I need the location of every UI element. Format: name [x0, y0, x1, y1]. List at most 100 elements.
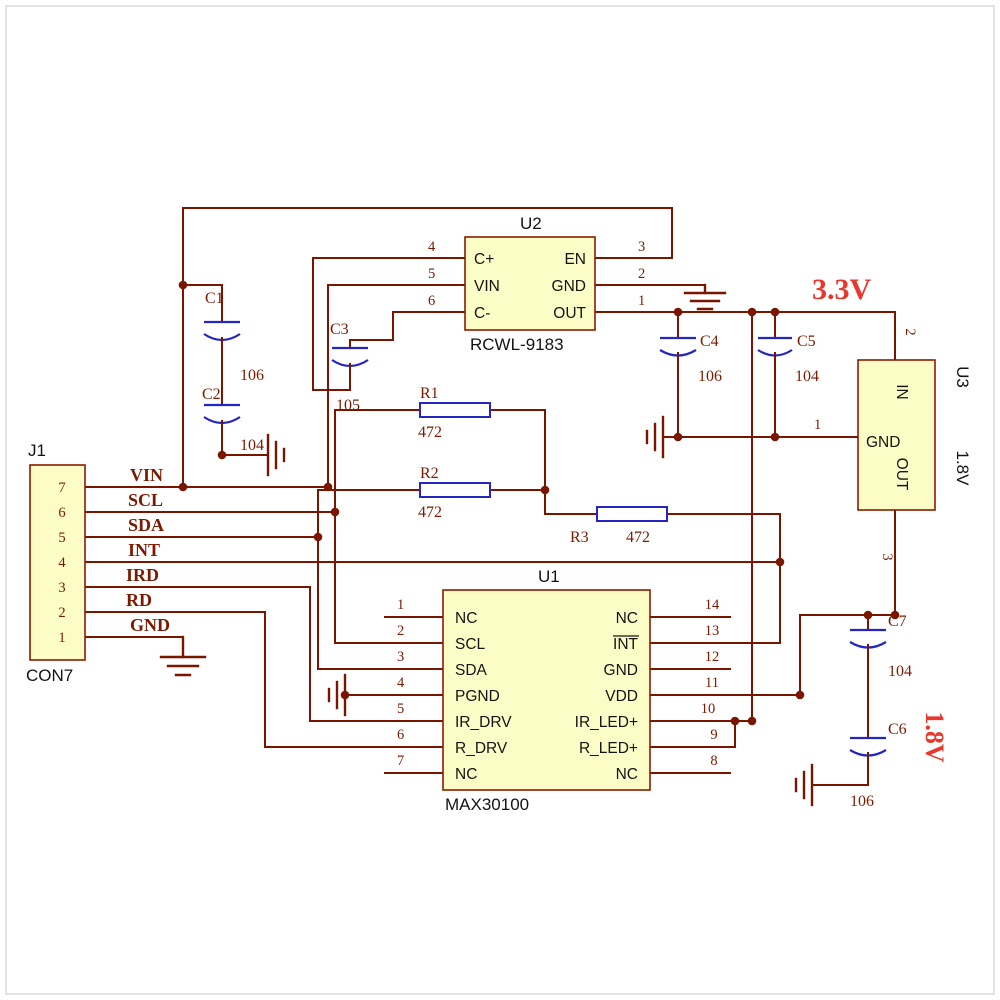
u1-pin-vdd: VDD [605, 688, 638, 705]
r2-ref: R2 [420, 465, 439, 482]
u1-pinnum-8: 8 [710, 753, 717, 769]
resistor-r1: R1 472 [334, 385, 598, 515]
u2-pinnum-1: 1 [638, 293, 645, 309]
j1-pinnum-4: 4 [58, 555, 66, 571]
wire-vdd-1v8 [649, 509, 896, 696]
component-u3: IN GND OUT 2 1 3 U3 1.8V [814, 328, 972, 560]
u2-pinnum-3: 3 [638, 239, 645, 255]
capacitor-c2: C2 104 [202, 386, 269, 456]
u1-pinnum-13: 13 [705, 623, 720, 639]
r3-value: 472 [626, 529, 650, 546]
u3-ref: U3 [953, 366, 972, 388]
u1-pin-nc14: NC [616, 610, 638, 627]
component-j1: J1 CON7 7 6 5 4 3 2 1 [26, 441, 86, 685]
u1-pinnum-12: 12 [705, 649, 720, 665]
capacitor-c3: C3 105 [330, 321, 369, 414]
r2-lead-left [317, 489, 421, 538]
net-label-int: INT [128, 540, 160, 560]
u1-pin-irdrv: IR_DRV [455, 714, 512, 731]
u2-pinnum-4: 4 [428, 239, 436, 255]
u3-pin-in: IN [893, 384, 910, 400]
u1-pinnum-2: 2 [397, 623, 404, 639]
u1-pinnum-14: 14 [705, 597, 720, 613]
u2-part: RCWL-9183 [470, 335, 564, 354]
u3-box [857, 359, 936, 511]
wire-cminus [349, 311, 466, 341]
wire-3v3 [594, 311, 896, 361]
c3-value: 105 [336, 397, 360, 414]
net-label-ird: IRD [126, 565, 159, 585]
u1-pinnum-9: 9 [710, 727, 717, 743]
u2-pinnum-5: 5 [428, 266, 435, 282]
u2-box [464, 236, 596, 331]
u1-pinnum-4: 4 [397, 675, 405, 691]
j1-pinnum-5: 5 [58, 530, 65, 546]
u1-pinnum-3: 3 [397, 649, 404, 665]
ground-symbol-j1 [159, 635, 207, 677]
c4-value: 106 [698, 368, 722, 385]
u2-ref: U2 [520, 214, 542, 233]
u2-pin-cminus: C- [474, 305, 490, 322]
junction-dots [178, 280, 900, 726]
u1-pin-gnd: GND [604, 662, 638, 679]
ground-symbol-u2 [683, 283, 727, 311]
wire-sda [84, 536, 444, 670]
u1-pinnum-11: 11 [705, 675, 719, 691]
r2-value: 472 [418, 504, 442, 521]
ground-symbol-c2 [266, 433, 286, 477]
wire-int-pullup [649, 513, 781, 644]
u1-pinnum-1: 1 [397, 597, 404, 613]
resistor-symbol [596, 506, 668, 522]
c3-ref: C3 [330, 321, 349, 338]
r1-lead-left [334, 409, 421, 513]
c5-value: 104 [795, 368, 819, 385]
c2-ref: C2 [202, 386, 221, 403]
net-label-gnd: GND [130, 615, 170, 635]
capacitor-c7: C7 104 [849, 613, 912, 739]
u1-pin-nc7: NC [455, 766, 477, 783]
u3-pinnum-1: 1 [814, 417, 821, 433]
net-label-vin: VIN [130, 465, 163, 485]
u2-pin-gnd: GND [552, 278, 586, 295]
wire-ird [84, 586, 444, 722]
j1-pinnum-7: 7 [58, 480, 65, 496]
c6-ref: C6 [888, 721, 907, 738]
u2-pin-vin: VIN [474, 278, 500, 295]
capacitor-c4: C4 106 [659, 311, 722, 438]
u1-pinnum-5: 5 [397, 701, 404, 717]
u2-pinnum-6: 6 [428, 293, 435, 309]
u1-pin-irled: IR_LED+ [575, 714, 638, 731]
u1-part: MAX30100 [445, 795, 529, 814]
u1-pin-rdrv: R_DRV [455, 740, 508, 757]
c1-value: 106 [240, 367, 264, 384]
u1-pinnum-7: 7 [397, 753, 404, 769]
r1-lead-right [489, 409, 598, 515]
resistor-symbol [419, 482, 491, 498]
j1-pinnum-3: 3 [58, 580, 65, 596]
net-label-sda: SDA [128, 515, 164, 535]
wire-cplus [312, 257, 466, 391]
resistor-r2: R2 472 [317, 465, 546, 538]
u3-pin-out: OUT [893, 458, 910, 491]
u2-pin-cplus: C+ [474, 251, 494, 268]
u1-pin-nc1: NC [455, 610, 477, 627]
capacitor-c1: C1 106 [203, 284, 264, 406]
c1-ref: C1 [205, 290, 224, 307]
j1-part: CON7 [26, 666, 73, 685]
resistor-r3: R3 472 [570, 506, 781, 546]
net-labels: VIN SCL SDA INT IRD RD GND [126, 465, 170, 635]
component-u2: U2 RCWL-9183 C+ VIN C- EN GND OUT 4 5 6 … [428, 214, 645, 354]
wire-segments [84, 207, 896, 774]
u1-pin-pgnd: PGND [455, 688, 500, 705]
c7-value: 104 [888, 663, 912, 680]
ground-symbol-rail [645, 415, 665, 459]
c5-ref: C5 [797, 333, 816, 350]
u1-pin-sda: SDA [455, 662, 488, 679]
capacitor-c5: C5 104 [757, 311, 819, 438]
j1-pinnum-1: 1 [58, 630, 65, 646]
u2-pin-en: EN [564, 251, 586, 268]
wire-scl [84, 511, 444, 644]
u1-box [442, 589, 651, 791]
